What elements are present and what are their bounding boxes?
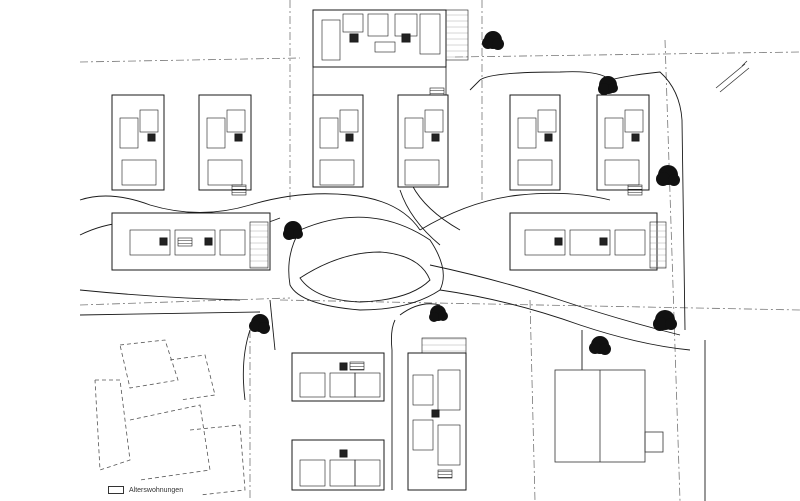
street-loop-outer: [288, 216, 444, 311]
street-west-curve: [79, 193, 421, 231]
street-north-entry-2: [411, 184, 461, 231]
footpath-south-mid-2: [399, 303, 441, 316]
street-south-east: [429, 264, 681, 336]
site-boundaries: [79, 0, 800, 501]
street-east: [419, 192, 611, 231]
street-north-entry: [399, 189, 441, 246]
trees: [249, 31, 680, 355]
building-west: [111, 94, 271, 271]
streets: [79, 71, 706, 501]
tree-icon: [598, 76, 618, 95]
legend-swatch-icon: [108, 486, 124, 494]
footpath-south: [242, 329, 251, 401]
building-south: [291, 337, 467, 491]
boundary-line-mid: [79, 297, 291, 306]
tree-icon: [653, 310, 677, 331]
tree-icon: [249, 314, 270, 334]
building-north: [312, 9, 469, 99]
street-loop-inner: [299, 251, 431, 303]
street-south-east-2: [439, 289, 691, 351]
street-west-down-2: [79, 311, 261, 316]
road-east-long-2: [469, 79, 481, 91]
legend: Alterswohnungen: [108, 484, 183, 496]
footpath-south-mid: [390, 319, 396, 490]
tree-icon: [589, 336, 611, 355]
shed-south-east: [554, 369, 664, 463]
existing-buildings-west: [94, 339, 246, 496]
tree-icon: [283, 221, 303, 240]
tree-icon: [656, 165, 680, 186]
street-west-down: [79, 289, 241, 301]
rail-marker: [715, 60, 750, 93]
tree-icon: [429, 305, 448, 322]
boundary-line-north-east: [454, 51, 800, 58]
legend-label: Alterswohnungen: [129, 486, 184, 494]
building-center: [312, 94, 449, 188]
boundary-line-south-east-2: [664, 39, 681, 501]
boundary-line-north: [79, 57, 301, 63]
street-to-south: [269, 299, 276, 351]
tree-icon: [482, 31, 504, 50]
building-east: [509, 94, 667, 271]
boundary-line-south-east: [529, 299, 536, 501]
